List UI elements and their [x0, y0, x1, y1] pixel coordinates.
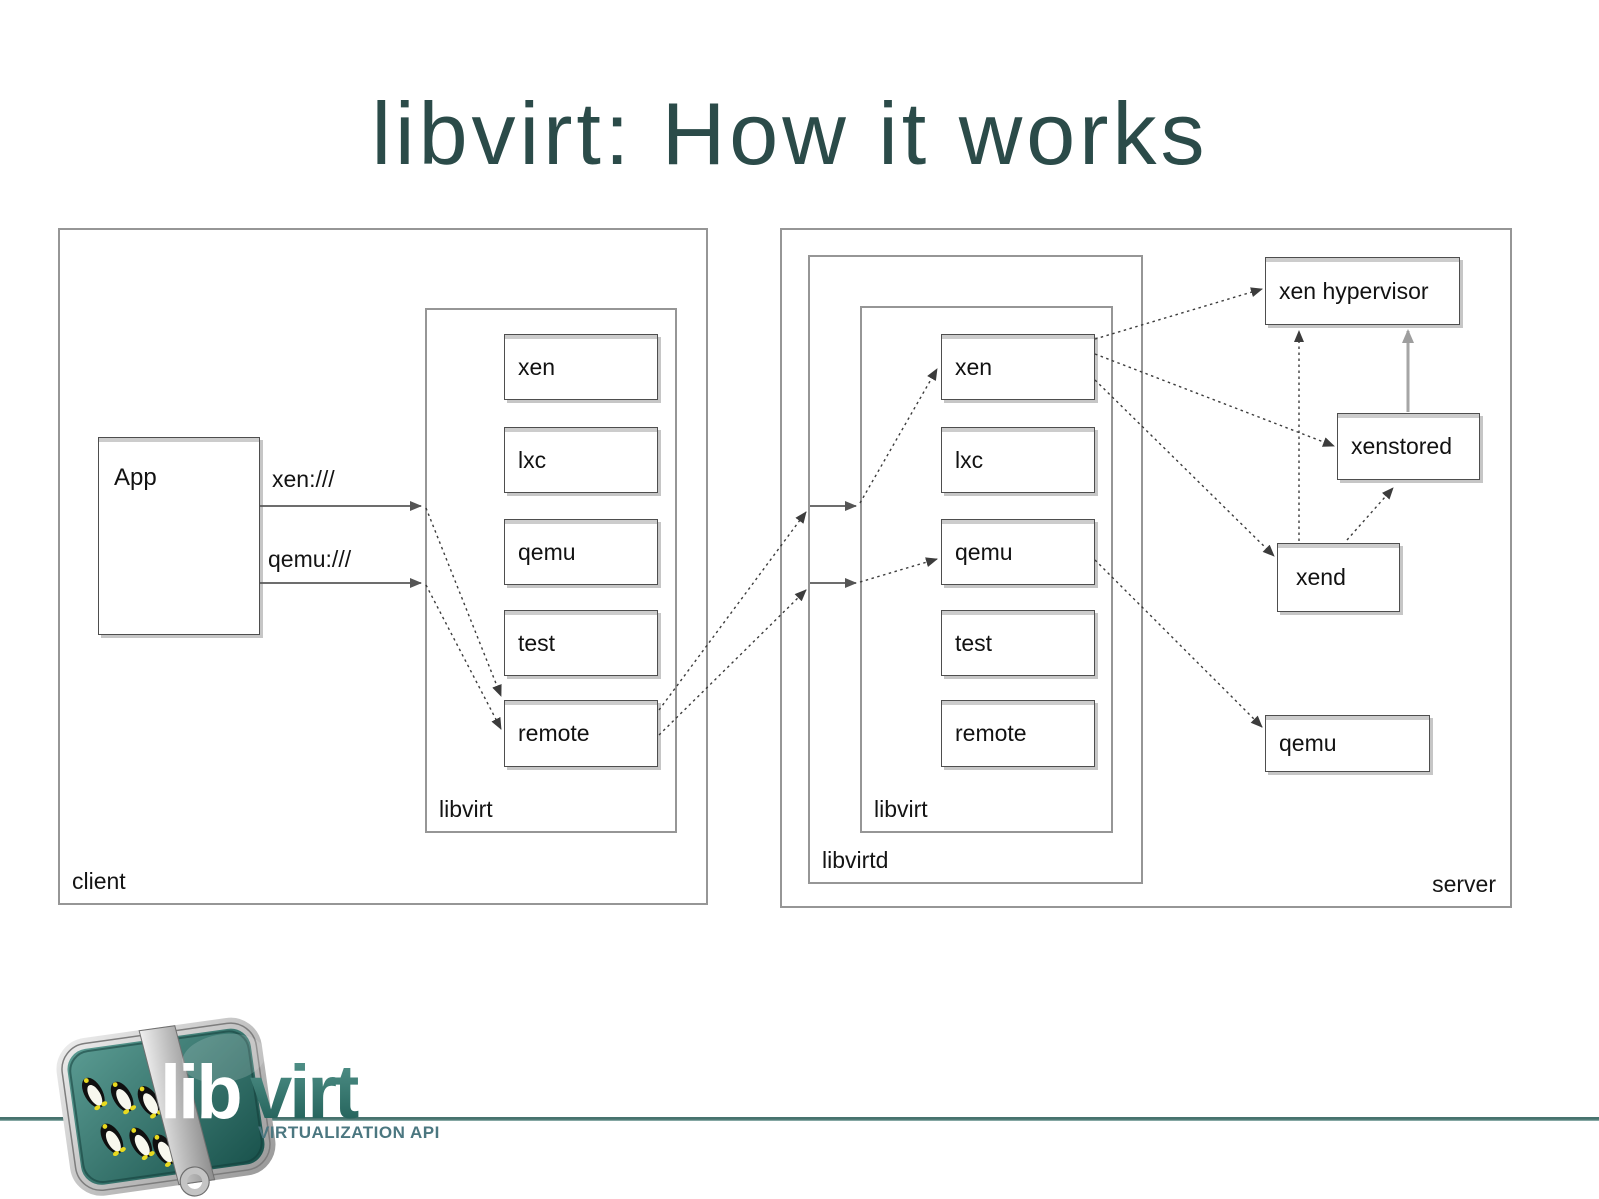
qemu-daemon-box: qemu: [1265, 715, 1430, 772]
server-driver-qemu: qemu: [941, 519, 1095, 585]
client-driver-qemu-label: qemu: [518, 538, 576, 565]
xen-hypervisor-label: xen hypervisor: [1279, 277, 1429, 304]
logo-virt: virt: [250, 1050, 359, 1135]
xenstored-box: xenstored: [1337, 413, 1480, 480]
server-libvirt-label: libvirt: [874, 796, 928, 822]
server-driver-lxc-label: lxc: [955, 446, 984, 473]
uri-label-xen: xen:///: [272, 466, 335, 492]
client-driver-remote-label: remote: [518, 720, 590, 746]
footer-rule: [0, 1117, 1599, 1121]
client-driver-test-label: test: [518, 629, 556, 656]
app-label: App: [114, 464, 157, 491]
client-driver-lxc-label: lxc: [518, 446, 547, 473]
sardine-tin-icon: [56, 1017, 276, 1197]
client-label: client: [72, 868, 126, 894]
logo-tagline: VIRTUALIZATION API: [258, 1123, 440, 1142]
server-label: server: [1432, 871, 1496, 897]
app-box: App: [98, 437, 260, 635]
qemu-daemon-label: qemu: [1279, 730, 1337, 756]
server-driver-test-label: test: [955, 629, 993, 656]
server-driver-xen-label: xen: [955, 353, 993, 380]
server-driver-test: test: [941, 610, 1095, 676]
client-libvirt-label: libvirt: [439, 796, 493, 822]
penguin-icon: [81, 1077, 108, 1111]
libvirt-logo: lib virt VIRTUALIZATION API: [56, 1017, 440, 1197]
tin-key-icon: [180, 1166, 210, 1196]
penguin-icon: [137, 1086, 163, 1119]
server-driver-qemu-label: qemu: [955, 538, 1013, 565]
penguin-icon: [110, 1081, 137, 1115]
xen-hypervisor-box: xen hypervisor: [1265, 257, 1460, 325]
server-driver-remote: remote: [941, 700, 1095, 767]
client-driver-test: test: [504, 610, 658, 676]
penguin-icon: [100, 1123, 126, 1157]
client-driver-xen-label: xen: [518, 353, 556, 380]
client-driver-lxc: lxc: [504, 427, 658, 493]
penguin-icon: [129, 1127, 155, 1161]
logo-lib: lib: [160, 1050, 240, 1135]
server-driver-xen: xen: [941, 334, 1095, 400]
xenstored-label: xenstored: [1351, 433, 1453, 459]
libvirtd-label: libvirtd: [822, 847, 889, 873]
slide-title: libvirt: How it works: [371, 84, 1209, 183]
xend-box: xend: [1277, 543, 1400, 612]
tin-band: [138, 1025, 216, 1186]
server-driver-remote-label: remote: [955, 720, 1027, 746]
client-driver-xen: xen: [504, 334, 658, 400]
xend-label: xend: [1296, 564, 1346, 590]
server-driver-lxc: lxc: [941, 427, 1095, 493]
client-driver-remote: remote: [504, 700, 658, 767]
uri-label-qemu: qemu:///: [268, 546, 352, 572]
client-driver-qemu: qemu: [504, 519, 658, 585]
